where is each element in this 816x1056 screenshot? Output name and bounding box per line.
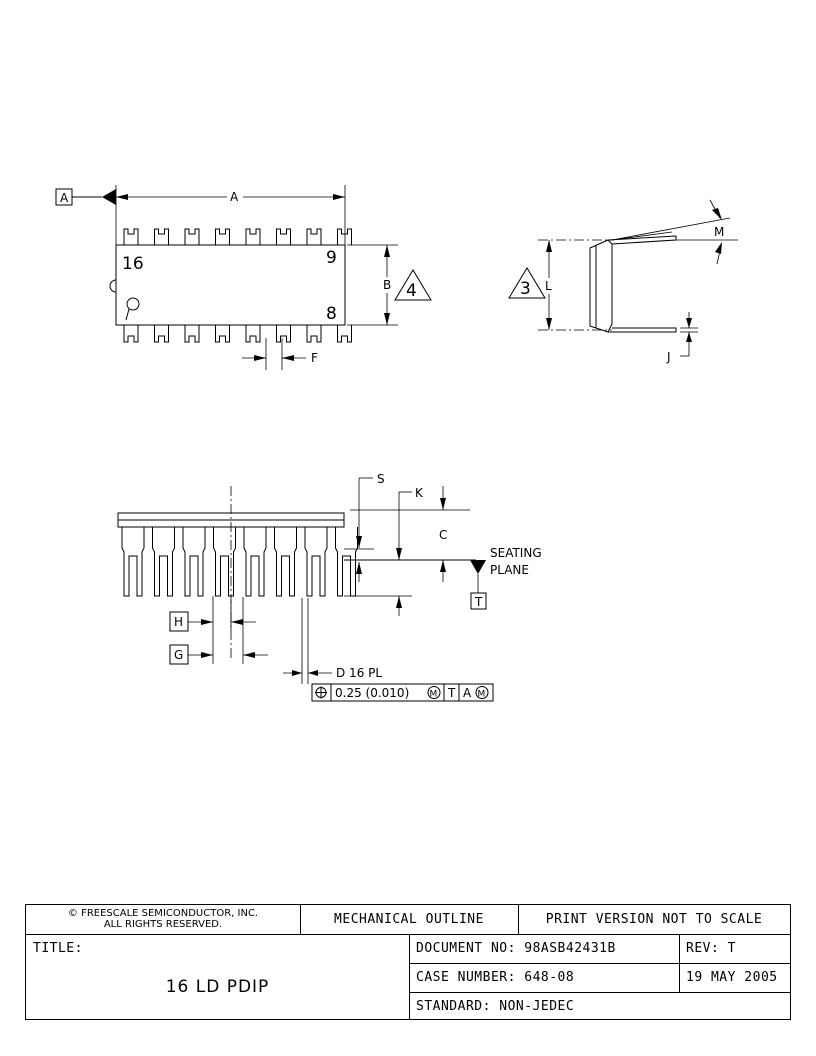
datum-t-box	[470, 592, 487, 610]
side-lead	[182, 527, 206, 597]
dim-m-label: M	[714, 225, 724, 239]
pin1-dot	[126, 297, 140, 311]
datum-a-label: A	[60, 191, 69, 205]
fcf-datum-a: A	[463, 686, 472, 700]
revision: REV: T	[686, 941, 736, 956]
lower-pins	[123, 325, 352, 343]
pin-top	[215, 228, 230, 245]
fcf-datum-a-modifier: M	[478, 690, 486, 700]
print-version: PRINT VERSION NOT TO SCALE	[545, 912, 763, 927]
side-lead	[213, 527, 236, 597]
mmc-circle-icon-datum	[475, 686, 489, 699]
side-leads	[121, 527, 358, 597]
package-body-end	[589, 239, 613, 333]
date: 19 MAY 2005	[686, 970, 778, 985]
dim-a-label: A	[230, 190, 239, 204]
side-lead	[335, 527, 358, 597]
pin-top	[276, 228, 291, 245]
side-lead	[274, 527, 297, 597]
dim-c-label: C	[439, 528, 447, 542]
lead-upper	[607, 235, 677, 245]
end-view: L 3 M J	[508, 199, 738, 364]
side-lead	[304, 527, 328, 597]
dim-j-label: J	[666, 350, 671, 364]
dim-s-label: S	[377, 472, 385, 486]
mechanical-outline: MECHANICAL OUTLINE	[334, 912, 484, 927]
pin-top	[306, 228, 322, 245]
dim-h-box	[169, 611, 189, 632]
side-lead	[121, 527, 145, 597]
pin-top	[154, 228, 169, 245]
title-label: TITLE:	[33, 941, 83, 956]
lead-lower	[608, 327, 677, 333]
side-lead	[243, 527, 267, 597]
note-3-label: 3	[520, 279, 531, 299]
pin-top	[123, 228, 139, 245]
mmc-circle-icon	[427, 686, 441, 699]
fcf-modifier: M	[430, 690, 438, 700]
side-lead	[152, 527, 175, 597]
pin-top	[184, 228, 200, 245]
case-number: CASE NUMBER: 648-08	[416, 970, 575, 985]
copyright-line1: © FREESCALE SEMICONDUCTOR, INC.	[67, 908, 259, 919]
seating-plane-label-line2: PLANE	[490, 563, 529, 577]
seating-plane-triangle	[470, 560, 486, 574]
title-value: 16 LD PDIP	[165, 977, 270, 997]
pin-bottom	[154, 325, 169, 343]
package-body-top	[115, 244, 346, 326]
pin-bottom	[337, 325, 352, 343]
dim-k-label: K	[415, 486, 424, 500]
dim-f-label: F	[311, 351, 318, 365]
pin-bottom	[215, 325, 230, 343]
dim-d-label: D 16 PL	[336, 666, 382, 680]
pin-top	[337, 228, 352, 245]
copyright-cell: © FREESCALE SEMICONDUCTOR, INC. ALL RIGH…	[26, 908, 300, 930]
feature-control-frame: 0.25 (0.010) M T A M	[311, 683, 494, 702]
pin1-notch	[109, 279, 117, 293]
copyright-line2: ALL RIGHTS RESERVED.	[103, 919, 223, 930]
dim-b-label: B	[383, 278, 391, 292]
datum-t-label: T	[474, 595, 483, 609]
note-4-triangle	[394, 269, 432, 301]
side-view: S K C T SEATING PLANE H G	[117, 472, 542, 702]
document-number: DOCUMENT NO: 98ASB42431B	[416, 941, 616, 956]
upper-pins	[123, 228, 352, 245]
dim-g-box	[169, 644, 189, 665]
pin-bottom	[306, 325, 322, 343]
pin-bottom	[245, 325, 261, 343]
standard: STANDARD: NON-JEDEC	[416, 999, 575, 1014]
dim-h-label: H	[174, 615, 183, 629]
pin-16-label: 16	[122, 254, 144, 274]
pin-bottom	[276, 325, 291, 343]
fcf-tolerance: 0.25 (0.010)	[335, 686, 409, 700]
pin-top	[245, 228, 261, 245]
top-view: 16 9 8 A A B 4 F	[55, 185, 432, 370]
dim-l-label: L	[545, 279, 552, 293]
pin-bottom	[123, 325, 139, 343]
datum-a-triangle	[102, 189, 116, 205]
pin-8-label: 8	[326, 304, 337, 324]
note-4-label: 4	[406, 281, 417, 301]
dim-g-label: G	[174, 648, 183, 662]
pin-9-label: 9	[326, 248, 337, 268]
seating-plane-label-line1: SEATING	[490, 546, 542, 560]
pin-bottom	[184, 325, 200, 343]
note-3-triangle	[508, 267, 546, 299]
fcf-datum-t: T	[447, 686, 456, 700]
title-block: © FREESCALE SEMICONDUCTOR, INC. ALL RIGH…	[25, 904, 791, 1020]
